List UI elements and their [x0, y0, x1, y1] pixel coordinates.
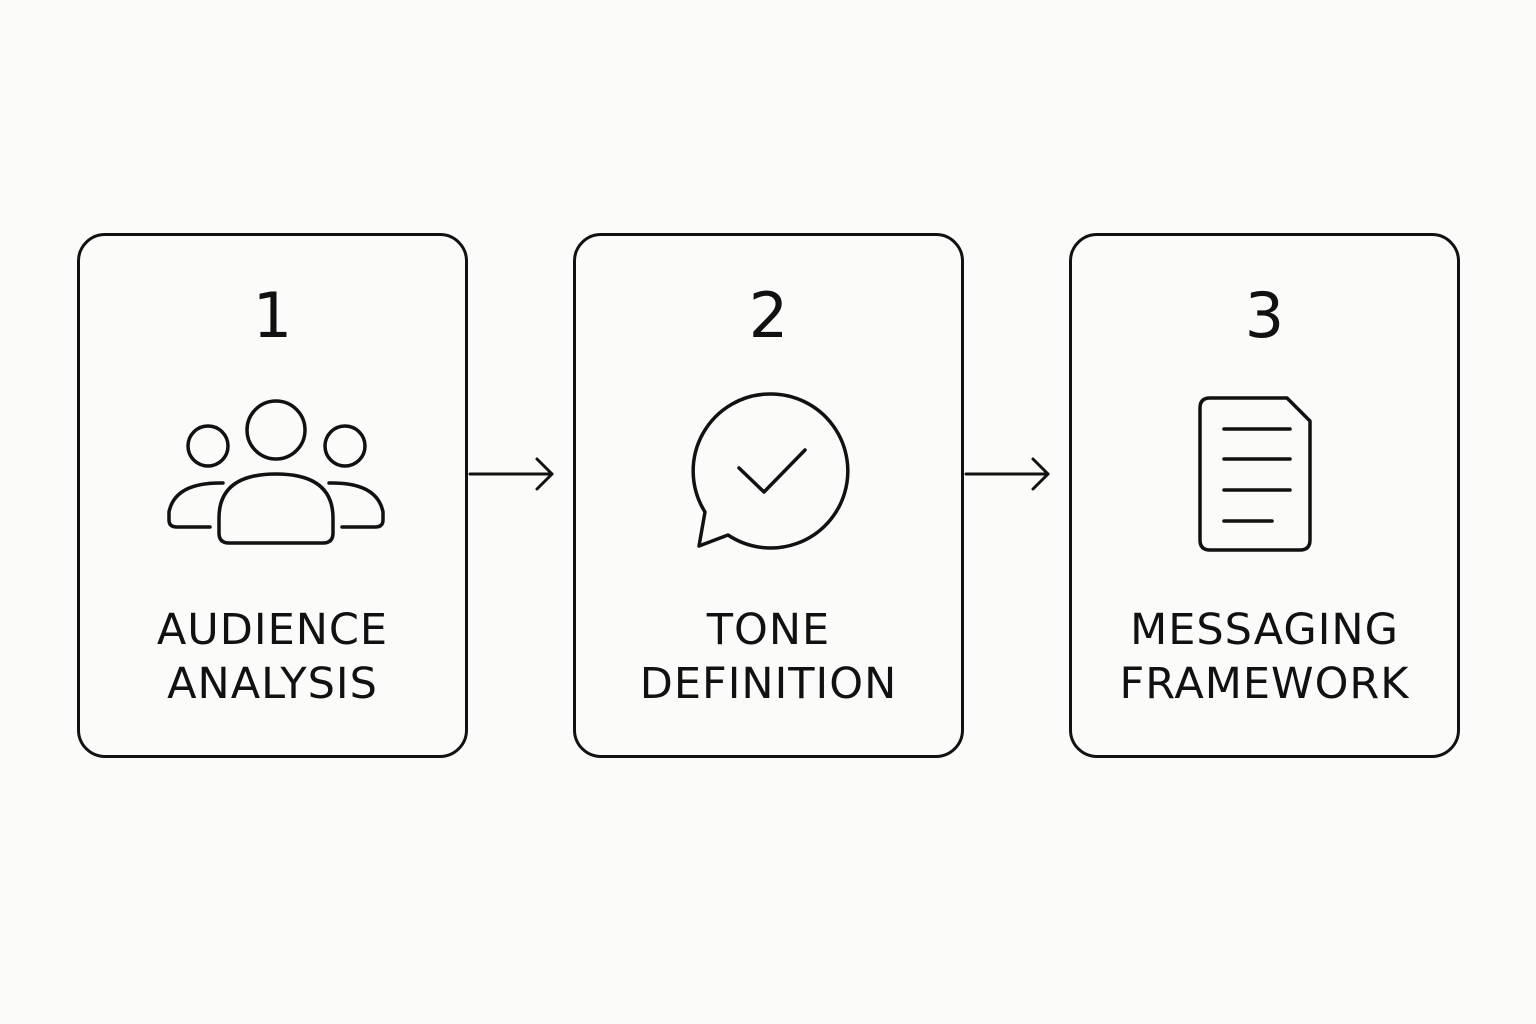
step-card-audience-analysis: 1 AUDIENCE ANALYSIS: [77, 233, 468, 758]
step-title: MESSAGING FRAMEWORK: [1072, 603, 1457, 711]
step-number: 2: [748, 279, 789, 352]
document-icon: [1147, 386, 1387, 556]
step-title-line1: MESSAGING: [1130, 605, 1399, 655]
arrow-right-icon: [468, 455, 560, 493]
step-card-messaging-framework: 3 MESSAGING FRAMEWORK: [1069, 233, 1460, 758]
step-title: AUDIENCE ANALYSIS: [80, 603, 465, 711]
step-number: 1: [252, 279, 293, 352]
people-group-icon: [155, 386, 395, 556]
step-title-line2: ANALYSIS: [167, 659, 378, 709]
step-card-tone-definition: 2 TONE DEFINITION: [573, 233, 964, 758]
step-title: TONE DEFINITION: [576, 603, 961, 711]
chat-check-icon: [651, 386, 891, 556]
step-number: 3: [1244, 279, 1285, 352]
step-title-line2: DEFINITION: [639, 659, 898, 709]
step-title-line2: FRAMEWORK: [1119, 659, 1410, 709]
arrow-right-icon: [964, 455, 1056, 493]
step-title-line1: AUDIENCE: [156, 605, 389, 655]
step-title-line1: TONE: [706, 605, 831, 655]
